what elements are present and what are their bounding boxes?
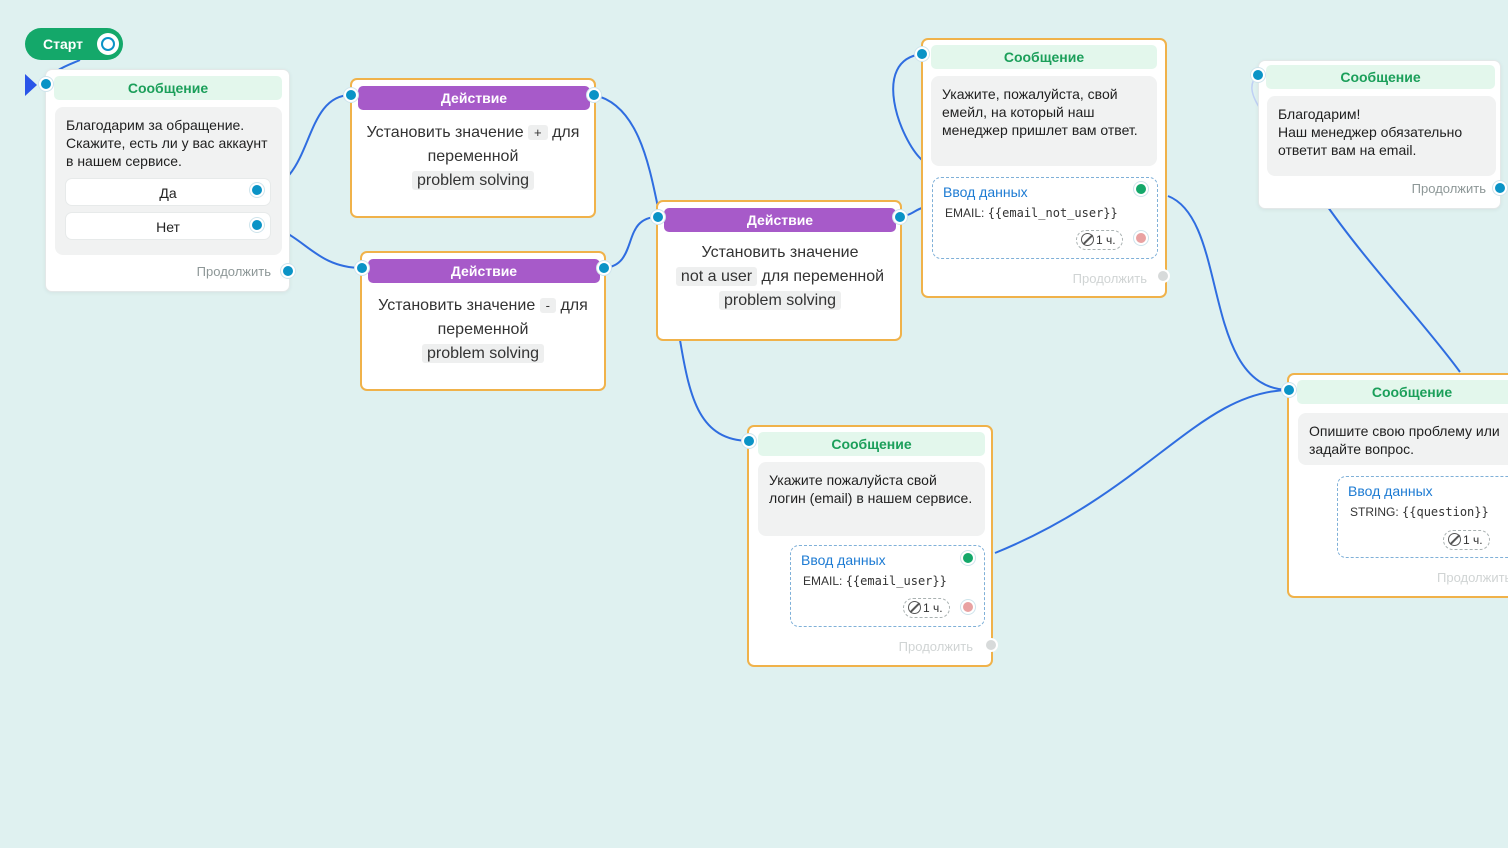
yes-output-port[interactable] (250, 183, 264, 197)
action-text: Установить значение + для переменной pro… (356, 121, 590, 193)
timeout-label: 1 ч. (923, 601, 943, 615)
action-minus-output-port[interactable] (597, 261, 611, 275)
data-input-box[interactable]: Ввод данных EMAIL: {{email_not_user}} 1 … (932, 177, 1158, 259)
timeout-label: 1 ч. (1096, 233, 1116, 247)
start-label: Старт (43, 36, 83, 52)
action-plus-input-port[interactable] (344, 88, 358, 102)
action-text: Установить значение not a user для перем… (664, 241, 896, 313)
variable-chip: problem solving (718, 291, 842, 310)
action-suffix: для переменной (427, 124, 580, 165)
wire-action-minus-to-not-user (603, 216, 659, 269)
data-input-variable: EMAIL: {{email_user}} (803, 574, 947, 588)
message-node-thanks[interactable]: Сообщение Благодарим! Наш менеджер обяза… (1258, 60, 1501, 209)
data-input-title: Ввод данных (801, 552, 886, 568)
continue-port[interactable] (1156, 269, 1170, 283)
wire-entry-email-not-user (892, 53, 923, 161)
input-timeout-port[interactable] (961, 600, 975, 614)
start-output-port[interactable] (97, 33, 119, 55)
data-input-title: Ввод данных (943, 184, 1028, 200)
data-input-variable: EMAIL: {{email_not_user}} (945, 206, 1118, 220)
input-timeout-port[interactable] (1134, 231, 1148, 245)
timeout-badge[interactable]: 1 ч. (1076, 230, 1123, 250)
data-input-title: Ввод данных (1348, 483, 1433, 499)
input-var-name: {{email_not_user}} (987, 206, 1118, 220)
message-header: Сообщение (1266, 65, 1495, 89)
timeout-label: 1 ч. (1463, 533, 1483, 547)
action-suffix: для переменной (761, 268, 885, 285)
no-output-port[interactable] (250, 218, 264, 232)
ban-icon (908, 601, 921, 614)
action-value-chip: not a user (675, 267, 758, 286)
action-node-minus[interactable]: Действие Установить значение - для перем… (360, 251, 606, 391)
question-input-port[interactable] (1282, 383, 1296, 397)
action-prefix: Установить значение (378, 297, 536, 314)
message-header: Сообщение (931, 45, 1157, 69)
answer-button-no[interactable]: Нет (65, 212, 271, 240)
action-suffix: для переменной (437, 297, 588, 338)
input-var-name: {{question}} (1402, 505, 1489, 519)
message-text: Укажите, пожалуйста, свой емейл, на кото… (931, 76, 1157, 166)
answer-button-yes[interactable]: Да (65, 178, 271, 206)
thanks-continue-port[interactable] (1493, 181, 1507, 195)
continue-label: Продолжить (1072, 271, 1147, 286)
message-header: Сообщение (1297, 380, 1508, 404)
input-type: EMAIL: (945, 206, 985, 220)
message-text: Опишите свою проблему или задайте вопрос… (1298, 413, 1508, 465)
timeout-badge[interactable]: 1 ч. (903, 598, 950, 618)
welcome-input-port[interactable] (39, 77, 53, 91)
welcome-continue-port[interactable] (281, 264, 295, 278)
message-text: Укажите пожалуйста свой логин (email) в … (758, 462, 985, 536)
action-header: Действие (368, 259, 600, 283)
timeout-badge[interactable]: 1 ч. (1443, 530, 1490, 550)
action-header: Действие (358, 86, 590, 110)
message-header: Сообщение (54, 76, 282, 100)
data-input-box[interactable]: Ввод данных STRING: {{question}} 1 ч. (1337, 476, 1508, 558)
thanks-input-port[interactable] (1251, 68, 1265, 82)
action-plus-output-port[interactable] (587, 88, 601, 102)
continue-port[interactable] (984, 638, 998, 652)
email-user-input-port[interactable] (742, 434, 756, 448)
action-header: Действие (664, 208, 896, 232)
ban-icon (1081, 233, 1094, 246)
action-value-chip: - (539, 298, 557, 313)
ban-icon (1448, 533, 1461, 546)
continue-label: Продолжить (898, 639, 973, 654)
continue-label: Продолжить (1437, 570, 1508, 585)
wire-email-not-user-to-question (1167, 195, 1291, 391)
input-type: EMAIL: (803, 574, 843, 588)
action-node-not-user[interactable]: Действие Установить значение not a user … (656, 200, 902, 341)
action-node-plus[interactable]: Действие Установить значение + для перем… (350, 78, 596, 218)
email-not-user-input-port[interactable] (915, 47, 929, 61)
action-not-user-input-port[interactable] (651, 210, 665, 224)
variable-chip: problem solving (421, 344, 545, 363)
message-node-question[interactable]: Сообщение Опишите свою проблему или зада… (1287, 373, 1508, 598)
input-success-port[interactable] (1134, 182, 1148, 196)
message-header: Сообщение (758, 432, 985, 456)
wire-email-user-to-question (994, 389, 1291, 554)
data-input-variable: STRING: {{question}} (1350, 505, 1489, 519)
action-prefix: Установить значение (701, 244, 859, 261)
continue-label: Продолжить (196, 264, 271, 279)
action-prefix: Установить значение (366, 124, 524, 141)
message-node-welcome[interactable]: Сообщение Благодарим за обращение. Скажи… (45, 69, 290, 292)
data-input-box[interactable]: Ввод данных EMAIL: {{email_user}} 1 ч. (790, 545, 985, 627)
input-type: STRING: (1350, 505, 1399, 519)
action-minus-input-port[interactable] (355, 261, 369, 275)
continue-label: Продолжить (1411, 181, 1486, 196)
start-node[interactable]: Старт (25, 28, 123, 60)
wire-not-user-to-email-user (679, 339, 750, 442)
action-not-user-output-port[interactable] (893, 210, 907, 224)
message-text: Благодарим! Наш менеджер обязательно отв… (1267, 96, 1496, 176)
wire-action-plus-to-not-user (593, 94, 661, 218)
message-node-email-user[interactable]: Сообщение Укажите пожалуйста свой логин … (747, 425, 993, 667)
entry-flag-icon (25, 74, 37, 96)
message-node-email-not-user[interactable]: Сообщение Укажите, пожалуйста, свой емей… (921, 38, 1167, 298)
variable-chip: problem solving (411, 171, 535, 190)
action-text: Установить значение - для переменной pro… (366, 294, 600, 366)
input-var-name: {{email_user}} (845, 574, 947, 588)
input-success-port[interactable] (961, 551, 975, 565)
action-value-chip: + (528, 125, 548, 140)
